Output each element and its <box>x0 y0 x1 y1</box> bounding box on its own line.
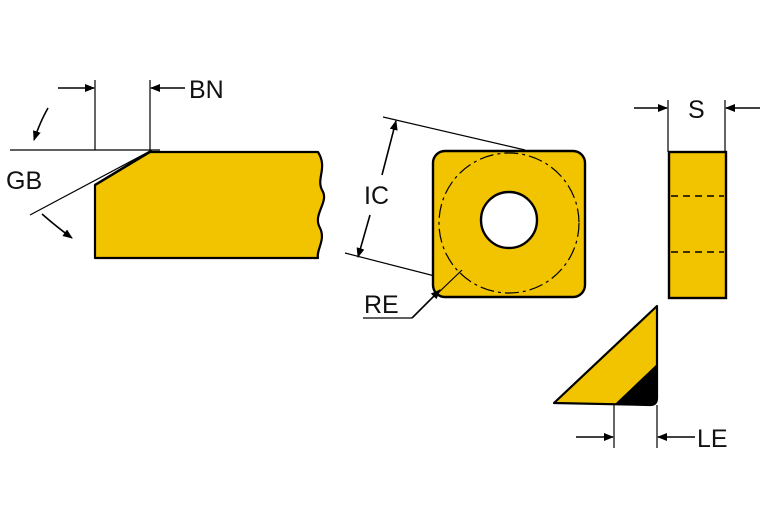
chamfer-extension-line <box>29 149 153 216</box>
ic-dimension-down <box>356 214 371 258</box>
ic-extension-upper <box>382 116 526 151</box>
insert-top-view: IC RE <box>344 116 587 319</box>
gb-arrow-upper <box>33 107 49 141</box>
ic-label: IC <box>364 182 389 210</box>
edge-land-detail: LE <box>552 304 728 453</box>
inscribed-circle <box>438 152 580 294</box>
re-label: RE <box>364 291 399 319</box>
gb-arrow-lower <box>41 213 73 239</box>
gb-label: GB <box>6 167 42 195</box>
s-label: S <box>688 96 705 124</box>
edge-prep-view: BN GB <box>6 76 326 260</box>
side-insert-body <box>667 150 728 300</box>
insert-side-view: S <box>634 96 760 300</box>
land-chamfer-face <box>614 363 658 406</box>
re-leader-arrow <box>411 289 441 319</box>
bn-label: BN <box>189 76 224 104</box>
chamfer-edge <box>94 149 152 187</box>
le-label: LE <box>697 425 728 453</box>
ic-dimension-up <box>381 120 398 176</box>
edge-prep-insert-body <box>93 150 326 260</box>
re-leader-tail <box>435 269 463 296</box>
center-hole <box>479 190 539 250</box>
